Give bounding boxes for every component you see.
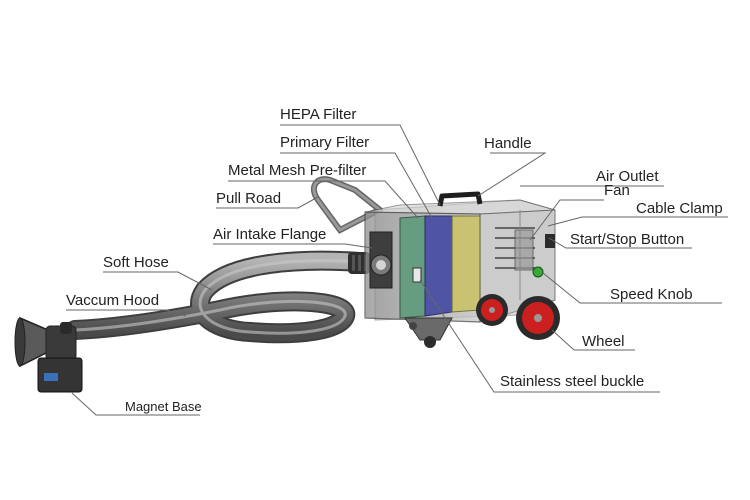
leader-lines bbox=[66, 124, 728, 416]
label-air-intake-flange: Air Intake Flange bbox=[213, 226, 327, 243]
magnet-base bbox=[37, 357, 83, 393]
pull-rod bbox=[310, 176, 383, 234]
machine-body bbox=[364, 191, 556, 348]
label-fan: Fan bbox=[604, 182, 630, 199]
label-vaccum-hood: Vaccum Hood bbox=[66, 292, 160, 309]
label-speed-knob: Speed Knob bbox=[610, 286, 693, 303]
label-stainless-steel-buckle: Stainless steel buckle bbox=[500, 373, 645, 390]
label-wheel: Wheel bbox=[582, 333, 625, 350]
label-metal-mesh-prefilter: Metal Mesh Pre-filter bbox=[228, 162, 367, 179]
soft-hose bbox=[65, 250, 370, 344]
label-magnet-base: Magnet Base bbox=[125, 399, 202, 414]
label-handle: Handle bbox=[484, 135, 532, 152]
label-start-stop-button: Start/Stop Button bbox=[570, 231, 685, 248]
wheel-rear bbox=[476, 294, 508, 326]
label-soft-hose: Soft Hose bbox=[103, 254, 169, 271]
wheel-front bbox=[516, 296, 560, 340]
vacuum-hood bbox=[14, 316, 77, 368]
label-primary-filter: Primary Filter bbox=[280, 134, 370, 151]
label-cable-clamp: Cable Clamp bbox=[636, 200, 723, 217]
label-pull-road: Pull Road bbox=[216, 190, 282, 207]
label-hepa-filter: HEPA Filter bbox=[280, 106, 357, 123]
label-air-outlet: Air Outlet bbox=[596, 168, 659, 185]
